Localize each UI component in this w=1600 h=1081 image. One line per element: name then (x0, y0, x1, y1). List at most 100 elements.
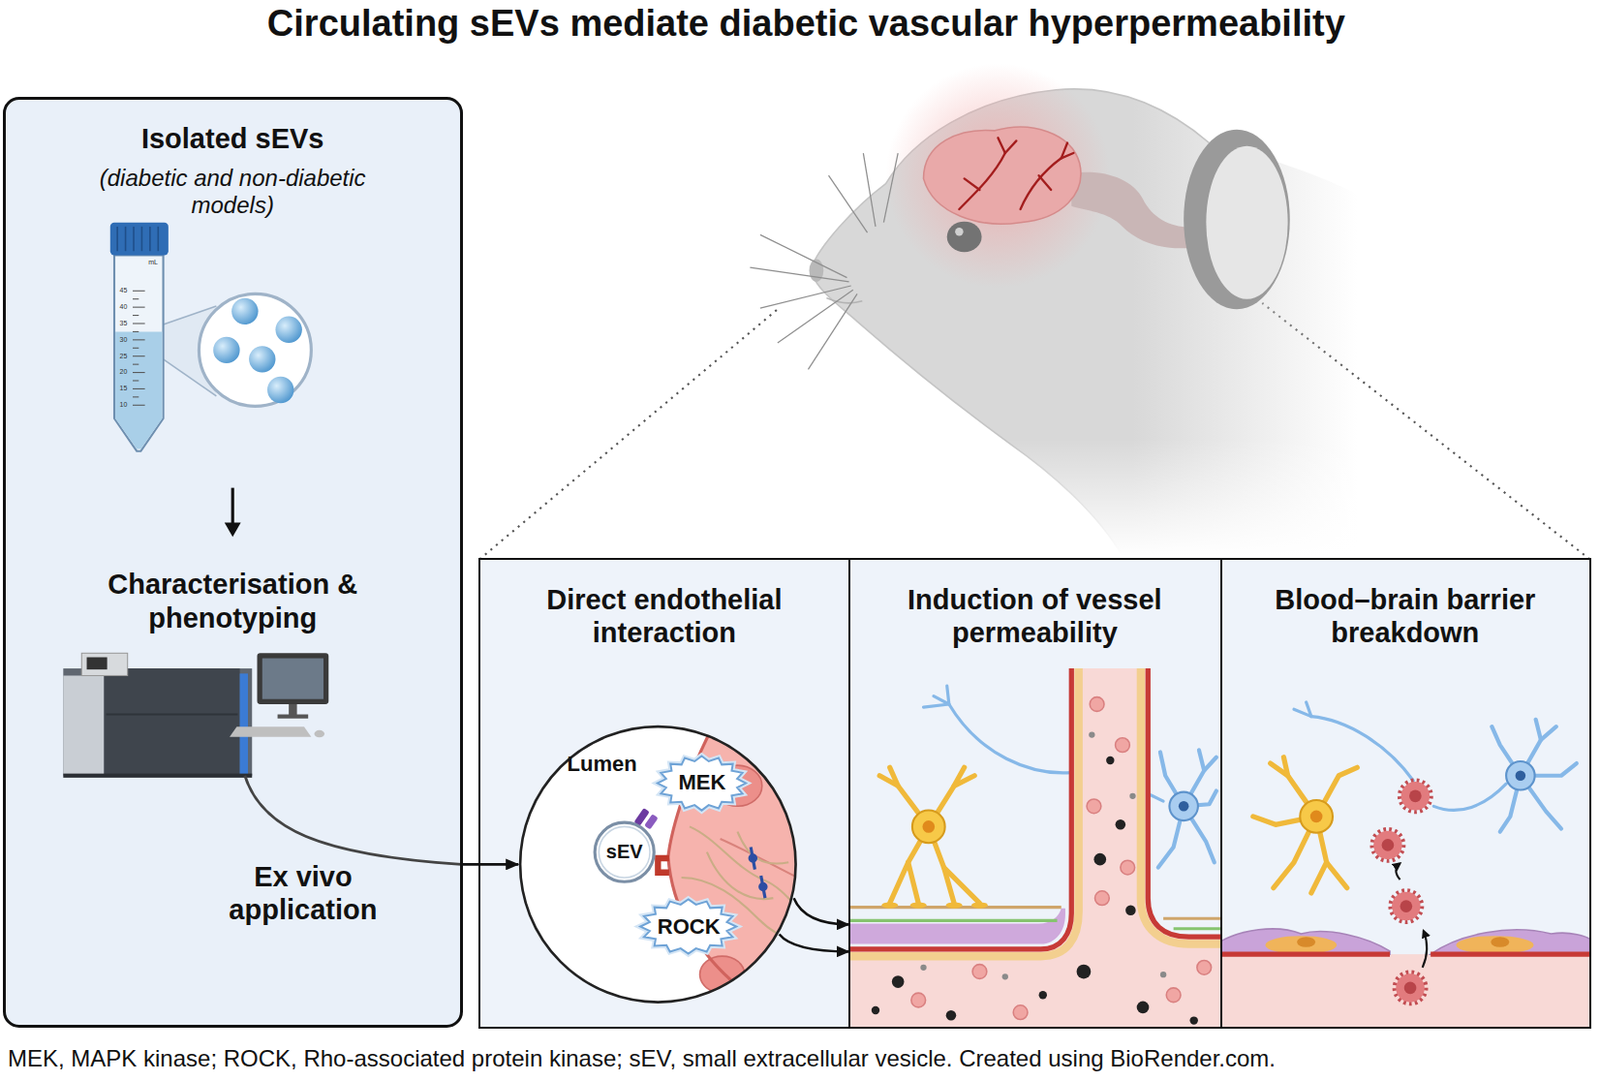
text-slot: sEV (592, 840, 656, 864)
panel-heading: Ex vivo application (201, 860, 406, 926)
node-text: sEV (592, 840, 656, 864)
starburst-glow (641, 899, 738, 954)
barrier-illustration (1283, 757, 1288, 776)
mouse-head (883, 153, 898, 223)
mouse-head (826, 298, 862, 304)
vessel-illustration (879, 767, 980, 903)
barrier-illustration (1430, 929, 1590, 954)
flow-arrow (224, 522, 242, 537)
panel-heading: Direct endothelial interaction (495, 583, 833, 649)
text-slot: Isolated sEVs (28, 122, 436, 155)
text-slot: MEK (659, 769, 746, 796)
analyser-icon (103, 668, 240, 776)
barrier-illustration (1422, 930, 1427, 968)
mouse-head (1205, 146, 1288, 300)
analyser-icon (240, 673, 248, 775)
mouse-head (958, 153, 1005, 210)
zoom-circle-outline (738, 831, 790, 864)
vessel-illustration (1013, 1005, 1028, 1020)
vessel-illustration (953, 767, 965, 786)
tube-icon (115, 331, 162, 449)
barrier-illustration (1221, 953, 1590, 1028)
vessel-illustration (1088, 731, 1095, 738)
mouse-head (1039, 175, 1052, 190)
text-slot: 20 (115, 368, 132, 376)
analyser-icon (314, 730, 326, 738)
vessel-illustration (1106, 756, 1114, 765)
tube-icon (124, 226, 127, 251)
text-slot: Ex vivo application (201, 860, 406, 926)
tube-icon (132, 347, 139, 349)
mouse-head (829, 175, 868, 233)
text-slot: MEK, MAPK kinase; ROCK, Rho-associated p… (7, 1045, 1597, 1074)
vessel-illustration (944, 867, 981, 904)
mouse-head (1061, 153, 1075, 158)
text-slot: Lumen (555, 751, 648, 777)
vessel-illustration (1166, 987, 1181, 1003)
vessel-illustration (849, 668, 1223, 1028)
text-slot: 10 (115, 400, 132, 409)
barrier-illustration (1310, 810, 1324, 824)
flow-arrow (231, 488, 235, 525)
vessel-illustration (971, 901, 988, 908)
tube-icon (110, 222, 312, 452)
scale-label: 10 (115, 400, 132, 409)
zoom-circle-outline (707, 852, 773, 899)
tube-icon (132, 298, 139, 300)
flow-arrow (224, 488, 242, 538)
node-text: MEK (659, 769, 746, 796)
tube-icon (132, 290, 146, 405)
zoom-lines (479, 308, 778, 559)
vessel-illustration (1189, 1015, 1198, 1024)
tube-icon (141, 226, 144, 251)
vessel-illustration (911, 697, 1212, 1020)
tube-icon (132, 404, 146, 406)
scale-label: 20 (115, 368, 132, 376)
vessel-illustration (1115, 738, 1131, 753)
vessel-illustration (1089, 697, 1105, 712)
vessel-illustration (1199, 749, 1204, 770)
barrier-illustration (1311, 716, 1414, 781)
analyser-icon (62, 773, 252, 778)
vessel-illustration (849, 908, 1066, 945)
mouse-head (923, 126, 1081, 224)
text-slot: Direct endothelial interaction (495, 583, 833, 649)
zoom-circle-outline (760, 883, 767, 890)
vessel-illustration (911, 992, 926, 1008)
vessel-illustration (1039, 990, 1047, 999)
scale-label: 25 (115, 352, 132, 361)
vessel-illustration (922, 820, 935, 833)
text-slot: ROCK (642, 914, 737, 940)
barrier-illustration (1293, 702, 1507, 811)
vessel-illustration (910, 901, 927, 908)
panel-heading: Characterisation & phenotyping (63, 567, 401, 634)
barrier-illustration (1394, 972, 1426, 1004)
scale-label: 35 (115, 319, 132, 328)
zoom-circle: LumenMEK sEV ROCK (518, 724, 799, 1005)
barrier-illustration (1372, 830, 1404, 862)
mouse-head (749, 62, 1367, 557)
text-slot: 30 (115, 336, 132, 344)
analyser-icon (81, 652, 127, 676)
application-curve (245, 775, 462, 865)
vessel-illustration (933, 696, 1072, 773)
tube-icon (110, 222, 169, 256)
tube-icon (132, 307, 146, 308)
node-text: ROCK (642, 914, 737, 940)
tube-icon (117, 226, 158, 251)
barrier-illustration (1536, 719, 1541, 740)
mouse-head (958, 137, 1074, 210)
mouse-head (807, 293, 858, 370)
vessel-illustration (1095, 891, 1110, 906)
vessel-illustration (908, 861, 920, 903)
barrier-illustration (1491, 719, 1576, 832)
vessel-illustration (1178, 800, 1190, 812)
vessel-illustration (1115, 819, 1127, 831)
vessel-illustration (1158, 749, 1217, 867)
vessel-illustration (871, 1006, 880, 1015)
zoom-circle-outline (644, 813, 659, 830)
text-slot: Circulating sEVs mediate diabetic vascul… (40, 1, 1571, 46)
tube-icon (198, 293, 311, 406)
barrier-illustration (1221, 702, 1590, 1028)
analyser-icon (62, 652, 329, 778)
